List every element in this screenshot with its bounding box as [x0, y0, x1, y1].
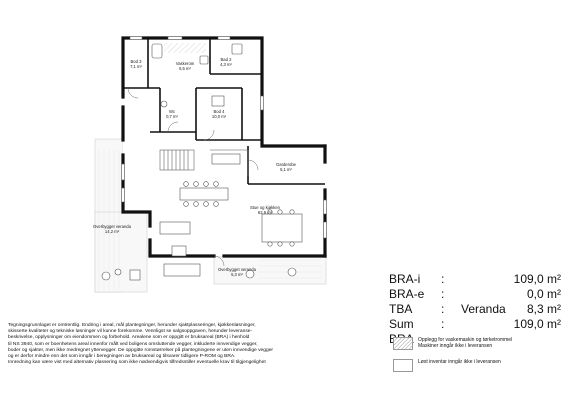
stairs — [159, 149, 195, 171]
room-area-garderobe: 5,1 m² — [280, 167, 292, 172]
interior-floor — [123, 38, 325, 256]
area-value: 8,3 m² — [526, 302, 561, 316]
svg-text:0,7 m²: 0,7 m² — [166, 114, 178, 119]
area-value: 109,0 m² — [513, 317, 561, 331]
area-value: 0,0 m² — [526, 287, 561, 301]
svg-text:Bad 2: Bad 2 — [221, 57, 233, 62]
legend: Opplegg for vaskemaskin og tørketrommel … — [393, 337, 563, 381]
room-area-vaskerom: 6,5 m² — [179, 66, 191, 71]
legend-hatched-line2: Maskiner inngår ikke i leveransen — [418, 343, 493, 349]
svg-text:Overbygget veranda: Overbygget veranda — [218, 267, 257, 272]
svg-text:Garderobe: Garderobe — [276, 162, 297, 167]
svg-text:Wc: Wc — [169, 109, 175, 114]
room-area-bod4: 10,0 m² — [212, 114, 227, 119]
note-line: og er derfor mindre enn det som inngår i… — [8, 354, 236, 360]
room-area-bod3: 7,1 m² — [130, 64, 142, 69]
bathroom-fixtures — [151, 43, 243, 108]
svg-text:14,2 m²: 14,2 m² — [105, 229, 120, 234]
svg-text:62,6 m²: 62,6 m² — [258, 210, 273, 215]
legend-hatched-line1: Opplegg for vaskemaskin og tørketrommel — [418, 337, 513, 343]
area-separator: : — [441, 272, 445, 286]
svg-text:7,1 m²: 7,1 m² — [130, 64, 142, 69]
room-name-veranda-bottom: Overbygget veranda — [218, 267, 257, 272]
area-separator: : — [441, 317, 445, 331]
room-name-garderobe: Garderobe — [276, 162, 297, 167]
legend-item-hatched: Opplegg for vaskemaskin og tørketrommel … — [393, 337, 563, 350]
disclaimer-notes: Tegningsgrunnlaget er omtrentlig. Endrin… — [8, 323, 363, 366]
svg-text:5,1 m²: 5,1 m² — [280, 167, 292, 172]
room-name-bod4: Bod 4 — [214, 109, 226, 114]
room-name-vaskerom: Vaskerom — [176, 61, 195, 66]
legend-plain-text: Løst inventar inngår ikke i leveransen — [418, 359, 501, 365]
area-value: 109,0 m² — [513, 272, 561, 286]
room-area-wc: 0,7 m² — [166, 114, 178, 119]
room-area-stue: 62,6 m² — [258, 210, 273, 215]
svg-text:Bod 3: Bod 3 — [131, 59, 143, 64]
room-area-veranda-left: 14,2 m² — [105, 229, 120, 234]
area-separator: : — [441, 287, 445, 301]
area-extra: Veranda — [461, 302, 506, 316]
kitchen-counter — [210, 149, 249, 176]
svg-text:Vaskerom: Vaskerom — [176, 61, 195, 66]
svg-text:5,3 m²: 5,3 m² — [231, 272, 243, 277]
area-label: BRA-e — [389, 287, 425, 301]
note-line: skisserte kvaliteter og tekniske løsning… — [8, 329, 253, 335]
note-line: boder og sjakter, men ikke medregnet ytt… — [8, 347, 274, 353]
svg-text:6,5 m²: 6,5 m² — [179, 66, 191, 71]
doors — [127, 87, 259, 267]
svg-text:Stue og kjøkken: Stue og kjøkken — [250, 205, 281, 210]
svg-text:4,3 m²: 4,3 m² — [220, 62, 232, 67]
area-separator: : — [441, 302, 445, 316]
note-line: Tegningsgrunnlaget er omtrentlig. Endrin… — [8, 323, 256, 328]
note-line: Innredning kan være vist med alternativ … — [8, 360, 266, 366]
veranda-furniture — [101, 267, 297, 281]
legend-swatch-hatched — [393, 337, 413, 350]
laundry-hatch — [164, 43, 206, 53]
legend-swatch-plain — [393, 359, 413, 372]
note-line: til NS 3940, som er boenhetens areal inn… — [8, 341, 258, 347]
area-label: TBA — [389, 302, 413, 316]
room-name-bad2: Bad 2 — [221, 57, 233, 62]
room-area-veranda-bottom: 5,3 m² — [231, 272, 243, 277]
legend-item-plain: Løst inventar inngår ikke i leveransen — [393, 359, 563, 372]
sofa — [159, 221, 201, 277]
room-area-bad2: 4,3 m² — [220, 62, 232, 67]
room-name-wc: Wc — [169, 109, 175, 114]
dining-table — [179, 181, 229, 207]
room-name-veranda-left: Overbygget veranda — [93, 224, 132, 229]
note-line: beskrivelse, opplysninger om eiendommen … — [8, 335, 250, 341]
svg-text:Bod 4: Bod 4 — [214, 109, 226, 114]
room-name-stue: Stue og kjøkken — [250, 205, 281, 210]
area-label: BRA-i — [389, 272, 421, 286]
svg-text:Overbygget veranda: Overbygget veranda — [93, 224, 132, 229]
living-table — [261, 209, 303, 247]
windows — [121, 36, 327, 239]
area-summary-table: BRA-i : 109,0 m² BRA-e : 0,0 m² TBA : Ve… — [389, 272, 561, 347]
veranda-deck-lines — [98, 150, 322, 290]
svg-text:10,0 m²: 10,0 m² — [212, 114, 227, 119]
area-row-bra-i: BRA-i : 109,0 m² — [389, 272, 561, 287]
area-row-tba: TBA : Veranda 8,3 m² — [389, 302, 561, 317]
area-row-bra-e: BRA-e : 0,0 m² — [389, 287, 561, 302]
room-name-bod3: Bod 3 — [131, 59, 143, 64]
